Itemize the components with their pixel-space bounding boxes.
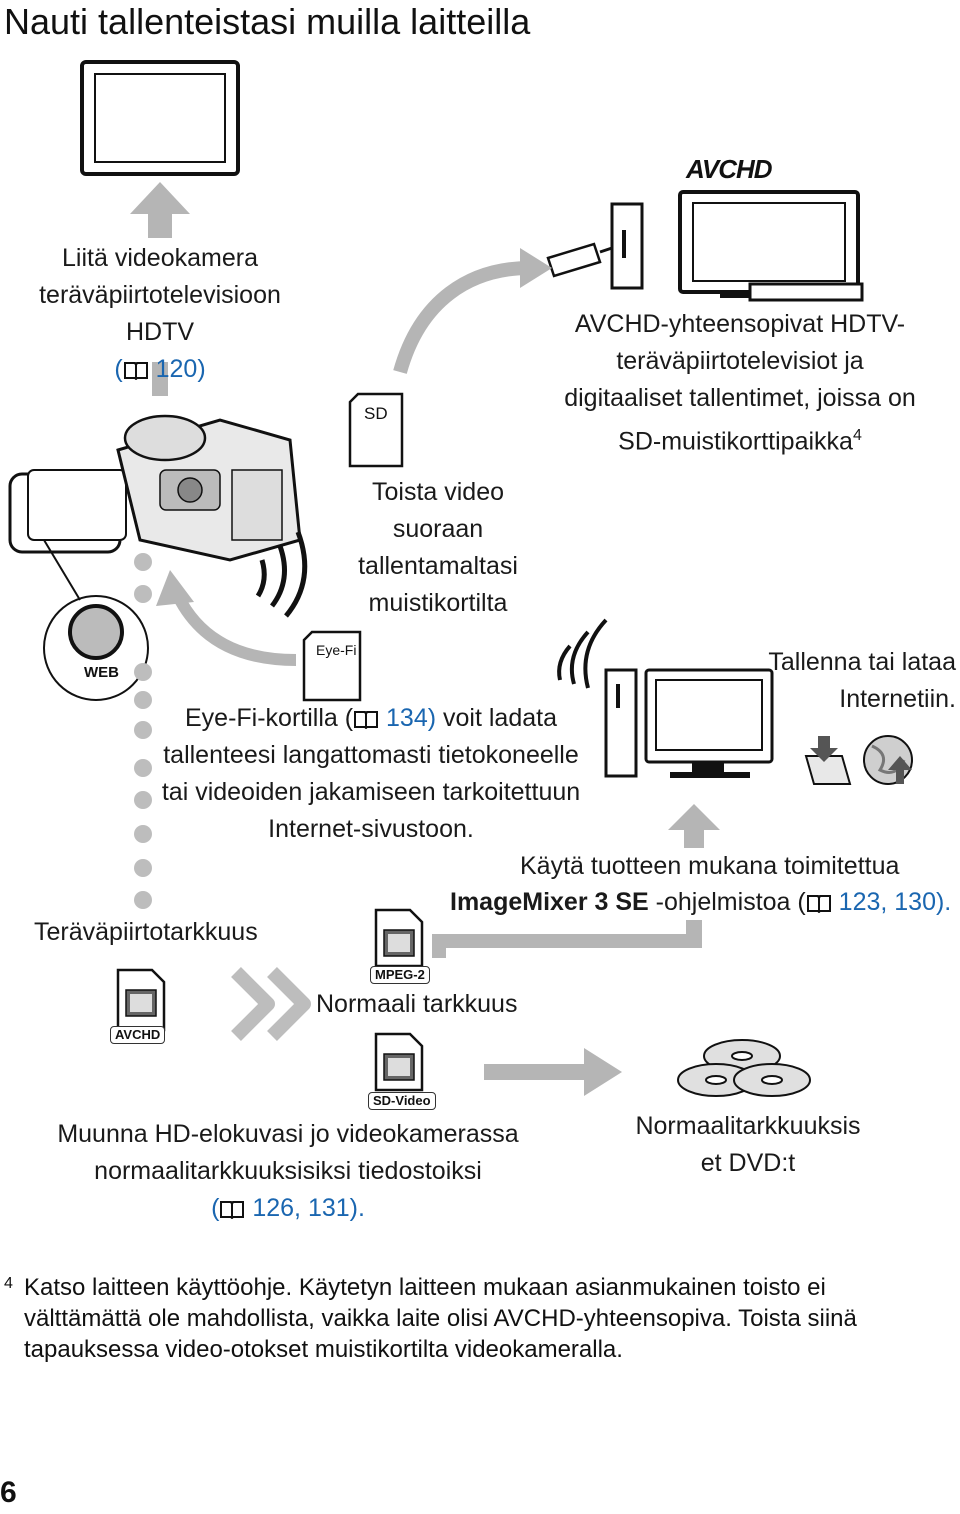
computer-icon xyxy=(604,668,774,778)
eyefi-text: Eye-Fi-kortilla ( 134) voit ladata talle… xyxy=(156,700,586,848)
footnote: 4 Katso laitteen käyttöohje. Käytetyn la… xyxy=(4,1272,944,1365)
book-icon xyxy=(123,362,148,380)
eyefi-ref[interactable]: 134) xyxy=(386,704,437,732)
avchd-line4: SD-muistikorttipaikka xyxy=(618,427,853,456)
eyefi-arrow-icon xyxy=(172,593,297,666)
normal-quality-label: Normaali tarkkuus xyxy=(316,990,518,1018)
convert-line2: normaalitarkkuuksisiksi tiedostoiksi xyxy=(94,1157,482,1185)
dvd-text: Normaalitarkkuuksis et DVD:t xyxy=(618,1108,878,1182)
book-icon xyxy=(220,1201,245,1219)
software-line2: ImageMixer 3 SE -ohjelmistoa ( 123, 130)… xyxy=(450,888,952,916)
eyefi-line1-pre: Eye-Fi-kortilla ( xyxy=(185,704,354,732)
sd-card-insert-icon xyxy=(546,242,613,278)
hdtv-icon xyxy=(80,60,240,176)
sd-line2: suoraan xyxy=(392,515,484,543)
internet-line2: Internetiin. xyxy=(839,685,956,713)
eyefi-card-icon xyxy=(302,630,362,702)
avchd-line2: teräväpiirtotelevisiot ja xyxy=(616,347,864,375)
sd-line1: Toista video xyxy=(371,478,505,506)
footnote-text: Katso laitteen käyttöohje. Käytetyn lait… xyxy=(24,1274,857,1363)
dvd-line1: Normaalitarkkuuksis xyxy=(635,1112,861,1140)
mpeg2-badge: MPEG-2 xyxy=(370,966,430,984)
convert-ref[interactable]: ( 126, 131). xyxy=(211,1194,365,1222)
hdtv-text: Liitä videokamera teräväpiirtotelevisioo… xyxy=(10,240,310,388)
hdtv-line2: teräväpiirtotelevisioon HDTV xyxy=(39,281,281,346)
eyefi-line2: tallenteesi langattomasti tietokoneelle xyxy=(163,741,579,769)
web-button-label: WEB xyxy=(84,664,119,681)
sdvideo-badge: SD-Video xyxy=(368,1092,436,1110)
avchd-badge: AVCHD xyxy=(110,1026,166,1044)
avchd-devices-text: AVCHD-yhteensopivat HDTV- teräväpiirtote… xyxy=(556,306,924,460)
web-button-icon xyxy=(43,595,149,701)
mpeg2-file-icon xyxy=(374,908,424,968)
internet-line1: Tallenna tai lataa xyxy=(768,648,956,676)
eyefi-line4: Internet-sivustoon. xyxy=(268,815,474,843)
eyefi-line1-post: voit ladata xyxy=(436,704,557,732)
avchd-line3: digitaaliset tallentimet, joissa on xyxy=(564,384,916,412)
footnote-number: 4 xyxy=(4,1275,13,1292)
avchd-line1: AVCHD-yhteensopivat HDTV- xyxy=(574,310,906,338)
pc-wifi-icon xyxy=(557,618,608,689)
hdtv-ref[interactable]: ( 120) xyxy=(114,355,206,383)
avchd-logo: AVCHD xyxy=(686,154,773,184)
pc-up-arrow-icon xyxy=(432,804,720,958)
convert-line1: Muunna HD-elokuvasi jo videokamerassa xyxy=(57,1120,519,1148)
page-title: Nauti tallenteistasi muilla laitteilla xyxy=(4,1,531,42)
globe-upload-icon xyxy=(863,735,913,785)
avchd-tv-icon xyxy=(678,190,864,302)
book-icon xyxy=(354,711,379,729)
recorder-tower-icon xyxy=(610,202,644,290)
hdtv-line1: Liitä videokamera xyxy=(62,244,258,272)
eyefi-card-label: Eye-Fi xyxy=(316,642,357,658)
double-chevron-icon xyxy=(231,967,311,1041)
camcorder-icon xyxy=(8,414,302,562)
software-line1: Käytä tuotteen mukana toimitettua xyxy=(520,852,900,880)
sd-card-text: Toista video suoraan tallentamaltasi mui… xyxy=(330,474,546,622)
right-arrow-icon xyxy=(484,1048,622,1096)
dotted-connector-icon xyxy=(134,553,152,909)
internet-text: Tallenna tai lataa Internetiin. xyxy=(720,644,956,718)
software-name: ImageMixer 3 SE xyxy=(450,888,649,916)
software-ref[interactable]: 123, 130). xyxy=(838,888,952,916)
curved-arrow-icon xyxy=(393,261,531,374)
up-arrow-icon xyxy=(130,182,190,396)
page-number: 6 xyxy=(0,1476,17,1509)
convert-text: Muunna HD-elokuvasi jo videokamerassa no… xyxy=(50,1116,526,1227)
footnote-marker: 4 xyxy=(852,427,862,444)
sd-line4: muistikortilta xyxy=(368,589,508,617)
sdvideo-file-icon xyxy=(374,1032,424,1092)
eyefi-line3: tai videoiden jakamiseen tarkoitettuun xyxy=(161,778,581,806)
avchd-file-icon xyxy=(116,968,166,1032)
download-folder-icon xyxy=(804,736,852,785)
dvd-discs-icon xyxy=(677,1039,811,1097)
hd-quality-label: Teräväpiirtotarkkuus xyxy=(34,918,258,946)
sd-card-icon xyxy=(348,392,404,468)
curved-arrow-head-icon xyxy=(520,248,552,288)
sd-line3: tallentamaltasi xyxy=(358,552,518,580)
wifi-waves-icon xyxy=(255,531,308,618)
sd-card-label: SD xyxy=(364,404,388,423)
book-icon xyxy=(806,895,831,913)
dvd-line2: et DVD:t xyxy=(700,1149,796,1177)
